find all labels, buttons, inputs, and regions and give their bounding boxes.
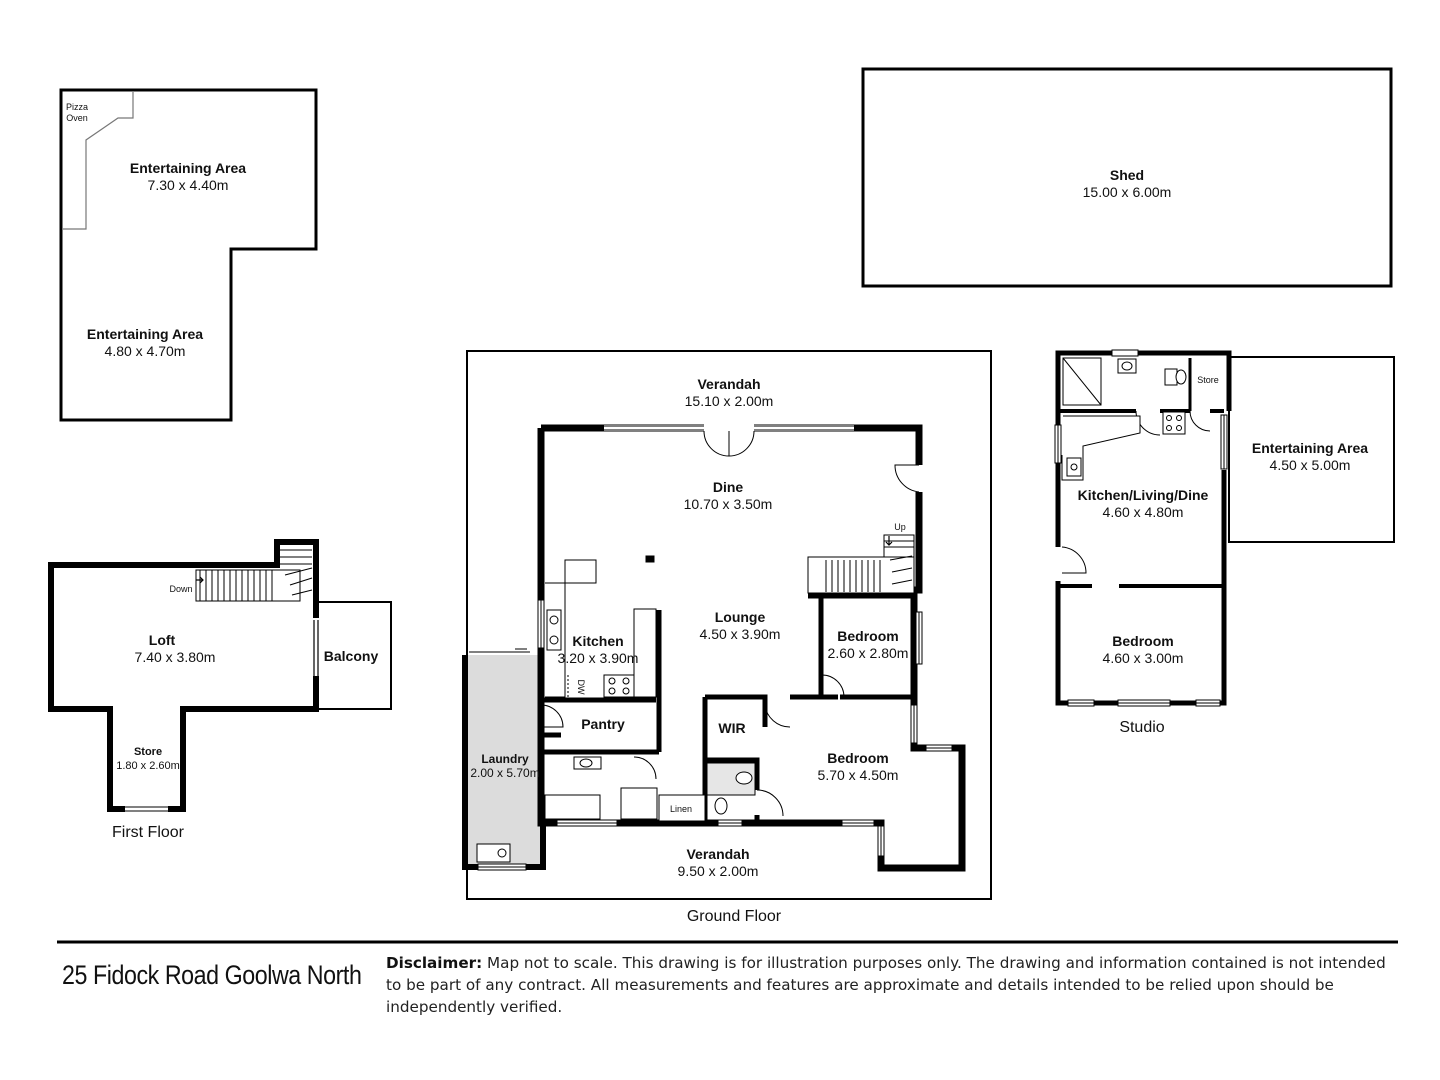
room-dims: 4.50 x 3.90m <box>700 626 781 642</box>
room-dims: 4.60 x 4.80m <box>1103 504 1184 520</box>
room-name: Entertaining Area <box>1252 440 1368 456</box>
ground-floor-plan: Up DW Linen <box>462 350 992 925</box>
room-dims: 5.70 x 4.50m <box>818 767 899 783</box>
shed: Shed 15.00 x 6.00m <box>861 67 1393 288</box>
room-name: Entertaining Area <box>130 160 246 176</box>
room-name: Bedroom <box>827 750 888 766</box>
room-name: Verandah <box>697 376 760 392</box>
room-name: Kitchen/Living/Dine <box>1078 487 1209 503</box>
room-dims: 4.50 x 5.00m <box>1270 457 1351 473</box>
disclaimer-label: Disclaimer: <box>386 954 483 972</box>
room-dims: 9.50 x 2.00m <box>678 863 759 879</box>
room-name: Entertaining Area <box>87 326 203 342</box>
pizza-oven-label-1: Pizza <box>66 102 88 112</box>
room-name: Verandah <box>686 846 749 862</box>
room-name: Dine <box>713 479 744 495</box>
room-name: Balcony <box>324 648 379 664</box>
room-name: Lounge <box>715 609 766 625</box>
dishwasher-label: DW <box>576 680 586 695</box>
room-dims: 7.30 x 4.40m <box>148 177 229 193</box>
room-name: Pantry <box>581 716 625 732</box>
room-name: Bedroom <box>1112 633 1173 649</box>
room-dims: 2.00 x 5.70m <box>470 766 539 780</box>
first-floor-plan: Down Loft 7.40 x 3.80m Balcony Store 1.8… <box>48 539 392 841</box>
room-name: Kitchen <box>572 633 623 649</box>
room-dims: 2.60 x 2.80m <box>828 645 909 661</box>
room-dims: 1.80 x 2.60m <box>116 760 180 772</box>
floor-label-studio: Studio <box>1119 719 1164 736</box>
linen-label: Linen <box>670 804 692 814</box>
room-name: Store <box>134 746 162 758</box>
property-address: 25 Fidock Road Goolwa North <box>62 960 362 990</box>
room-dims: 4.60 x 3.00m <box>1103 650 1184 666</box>
floor-label-first: First Floor <box>112 824 185 841</box>
outdoor-entertaining-area: Pizza Oven Entertaining Area 7.30 x 4.40… <box>59 88 318 422</box>
room-name: Bedroom <box>837 628 898 644</box>
studio-plan: Store Entertaining Area 4.50 x 5.00m Kit… <box>1054 349 1395 736</box>
room-dims: 15.10 x 2.00m <box>685 393 774 409</box>
pizza-oven-label-2: Oven <box>66 113 88 123</box>
room-name: Laundry <box>481 752 529 766</box>
disclaimer-text: Map not to scale. This drawing is for il… <box>386 954 1386 1016</box>
room-name: WIR <box>718 720 745 736</box>
room-name: Loft <box>149 632 176 648</box>
room-dims: 3.20 x 3.90m <box>558 650 639 666</box>
stair-down-label: Down <box>169 584 192 594</box>
stair-up-label: Up <box>894 522 906 532</box>
room-name: Store <box>1197 375 1219 385</box>
room-dims: 15.00 x 6.00m <box>1083 184 1172 200</box>
room-dims: 4.80 x 4.70m <box>105 343 186 359</box>
room-dims: 10.70 x 3.50m <box>684 496 773 512</box>
floor-label-ground: Ground Floor <box>687 908 782 925</box>
room-dims: 7.40 x 3.80m <box>135 649 216 665</box>
room-name: Shed <box>1110 167 1144 183</box>
disclaimer: Disclaimer: Map not to scale. This drawi… <box>386 952 1396 1018</box>
